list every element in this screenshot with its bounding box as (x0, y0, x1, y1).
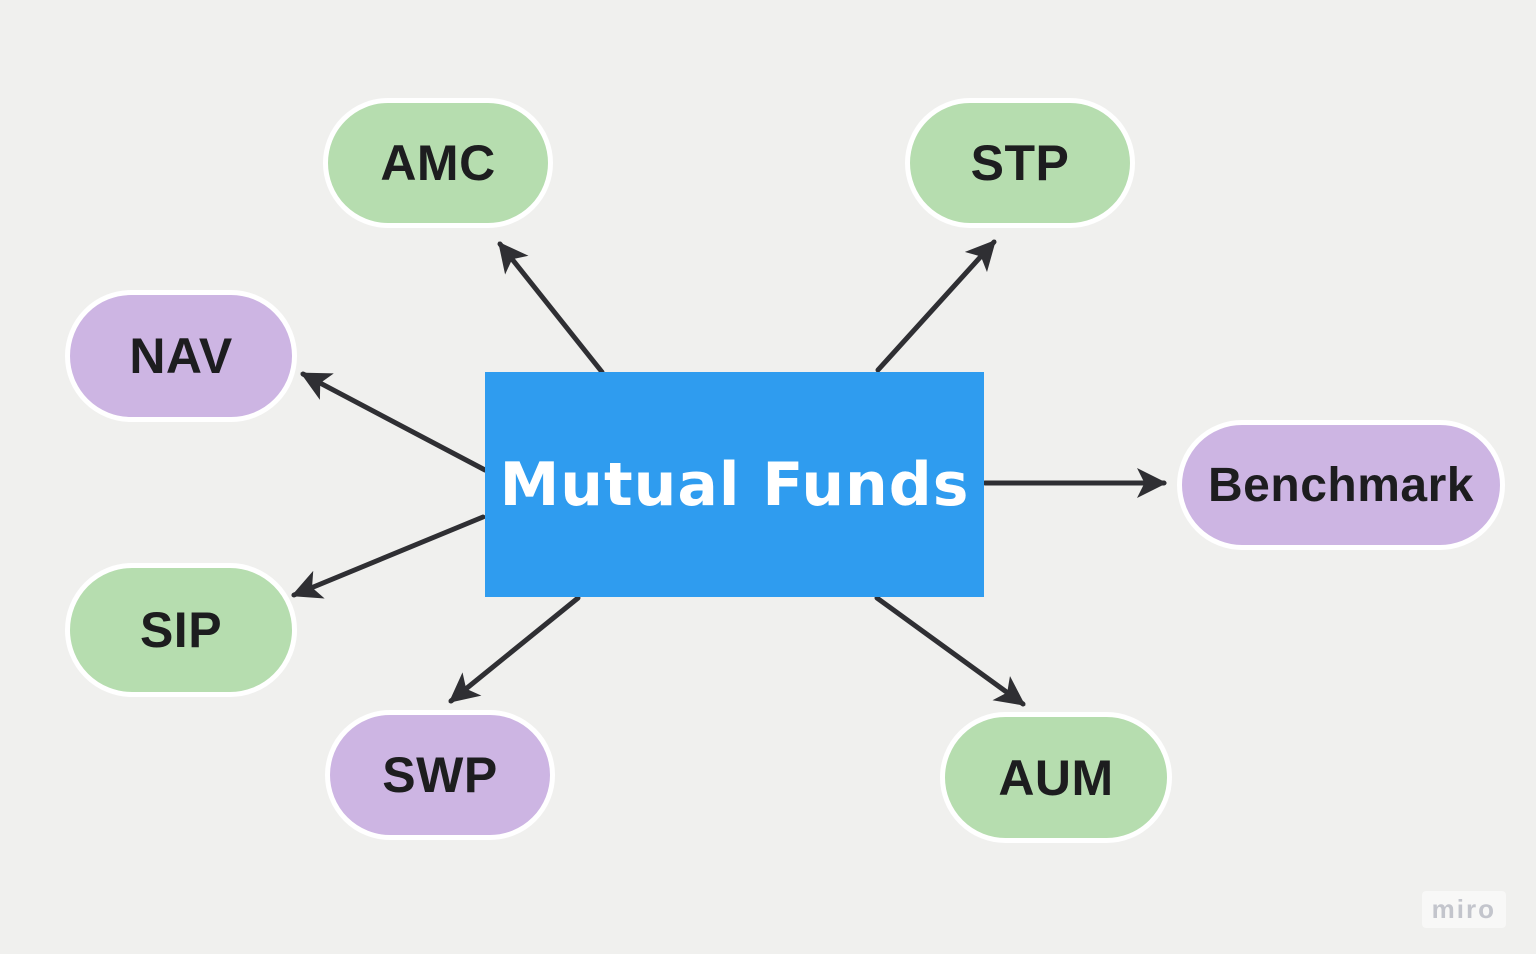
node-aum[interactable]: AUM (940, 712, 1172, 843)
node-stp[interactable]: STP (905, 98, 1135, 228)
miro-logo: miro (1421, 891, 1506, 928)
node-aum-label: AUM (998, 749, 1114, 806)
arrow-to-nav (300, 371, 488, 473)
node-nav-label: NAV (129, 328, 233, 384)
node-benchmark[interactable]: Benchmark (1177, 420, 1505, 550)
node-stp-label: STP (970, 135, 1070, 191)
node-swp[interactable]: SWP (325, 710, 555, 840)
node-mutual-funds[interactable]: Mutual Funds (485, 372, 984, 597)
node-amc-label: AMC (380, 135, 496, 191)
arrow-to-swp (448, 595, 581, 704)
node-amc[interactable]: AMC (323, 98, 553, 228)
node-sip[interactable]: SIP (65, 563, 297, 697)
arrow-to-aum (874, 595, 1026, 707)
node-nav[interactable]: NAV (65, 290, 297, 422)
arrow-to-stp (875, 239, 997, 373)
node-benchmark-label: Benchmark (1208, 458, 1474, 512)
node-sip-label: SIP (139, 602, 223, 658)
arrow-to-amc (497, 241, 605, 375)
node-swp-label: SWP (382, 747, 498, 803)
node-mutual-funds-label: Mutual Funds (499, 449, 970, 520)
arrow-to-sip (291, 514, 486, 599)
